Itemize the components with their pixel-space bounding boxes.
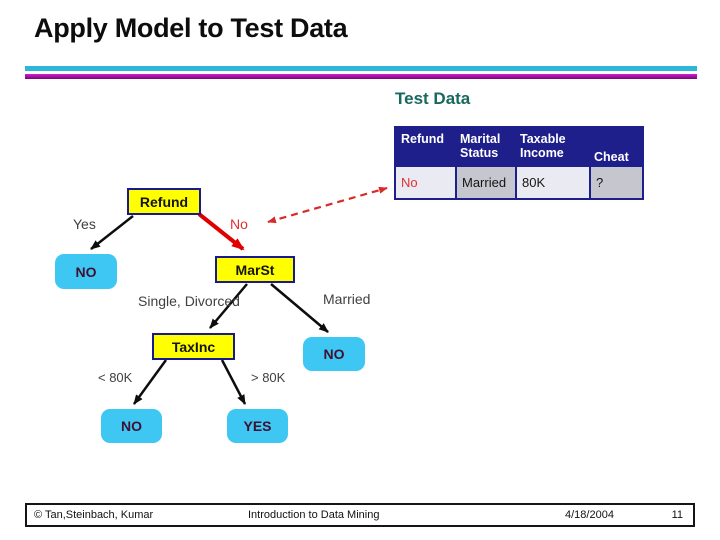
slide-title: Apply Model to Test Data bbox=[34, 13, 348, 43]
tree-leaf-married-no: NO bbox=[303, 337, 365, 371]
footer-copyright: © Tan,Steinbach, Kumar bbox=[34, 509, 154, 521]
test-data-label: Test Data bbox=[395, 89, 471, 108]
branch-label-married: Married bbox=[323, 291, 371, 307]
table-header-marital-status: Marital Status bbox=[460, 132, 501, 161]
table-cell-marital-status: Married bbox=[455, 167, 515, 198]
table-header-taxable-income: Taxable Income bbox=[520, 132, 566, 161]
edge-taxinc-gt80k bbox=[220, 359, 247, 405]
edge-taxinc-lt80k bbox=[132, 359, 168, 405]
tree-leaf-lt80k-no: NO bbox=[101, 409, 162, 443]
table-cell-refund: No bbox=[396, 167, 455, 198]
branch-label-single-divorced: Single, Divorced bbox=[138, 293, 240, 309]
dashed-arrow-no-to-table bbox=[267, 186, 388, 224]
table-header-refund: Refund bbox=[401, 132, 445, 146]
tree-leaf-gt80k-yes: YES bbox=[227, 409, 288, 443]
table-header-row: Refund Marital Status Taxable Income Che… bbox=[396, 128, 642, 167]
tree-leaf-refund-yes-no: NO bbox=[55, 254, 117, 289]
tree-node-marst: MarSt bbox=[215, 256, 295, 283]
footer-page-number: 11 bbox=[671, 509, 683, 521]
table-header-cheat: Cheat bbox=[594, 149, 629, 164]
branch-label-no: No bbox=[230, 216, 248, 232]
slide-footer: © Tan,Steinbach, Kumar Introduction to D… bbox=[25, 503, 695, 527]
tree-node-taxinc: TaxInc bbox=[152, 333, 235, 360]
title-rule-cyan bbox=[25, 66, 697, 71]
edge-refund-yes bbox=[90, 215, 134, 250]
test-data-table: Refund Marital Status Taxable Income Che… bbox=[394, 126, 644, 200]
edge-marst-married bbox=[270, 283, 329, 333]
footer-book-title: Introduction to Data Mining bbox=[248, 509, 380, 521]
tree-node-refund: Refund bbox=[127, 188, 201, 215]
title-rule-magenta bbox=[25, 74, 697, 79]
table-row: No Married 80K ? bbox=[396, 167, 642, 198]
table-cell-taxable-income: 80K bbox=[515, 167, 589, 198]
table-cell-cheat: ? bbox=[589, 167, 642, 198]
branch-label-lt80k: < 80K bbox=[98, 370, 133, 385]
footer-date: 4/18/2004 bbox=[565, 509, 614, 521]
branch-label-yes: Yes bbox=[73, 216, 96, 232]
branch-label-gt80k: > 80K bbox=[251, 370, 286, 385]
